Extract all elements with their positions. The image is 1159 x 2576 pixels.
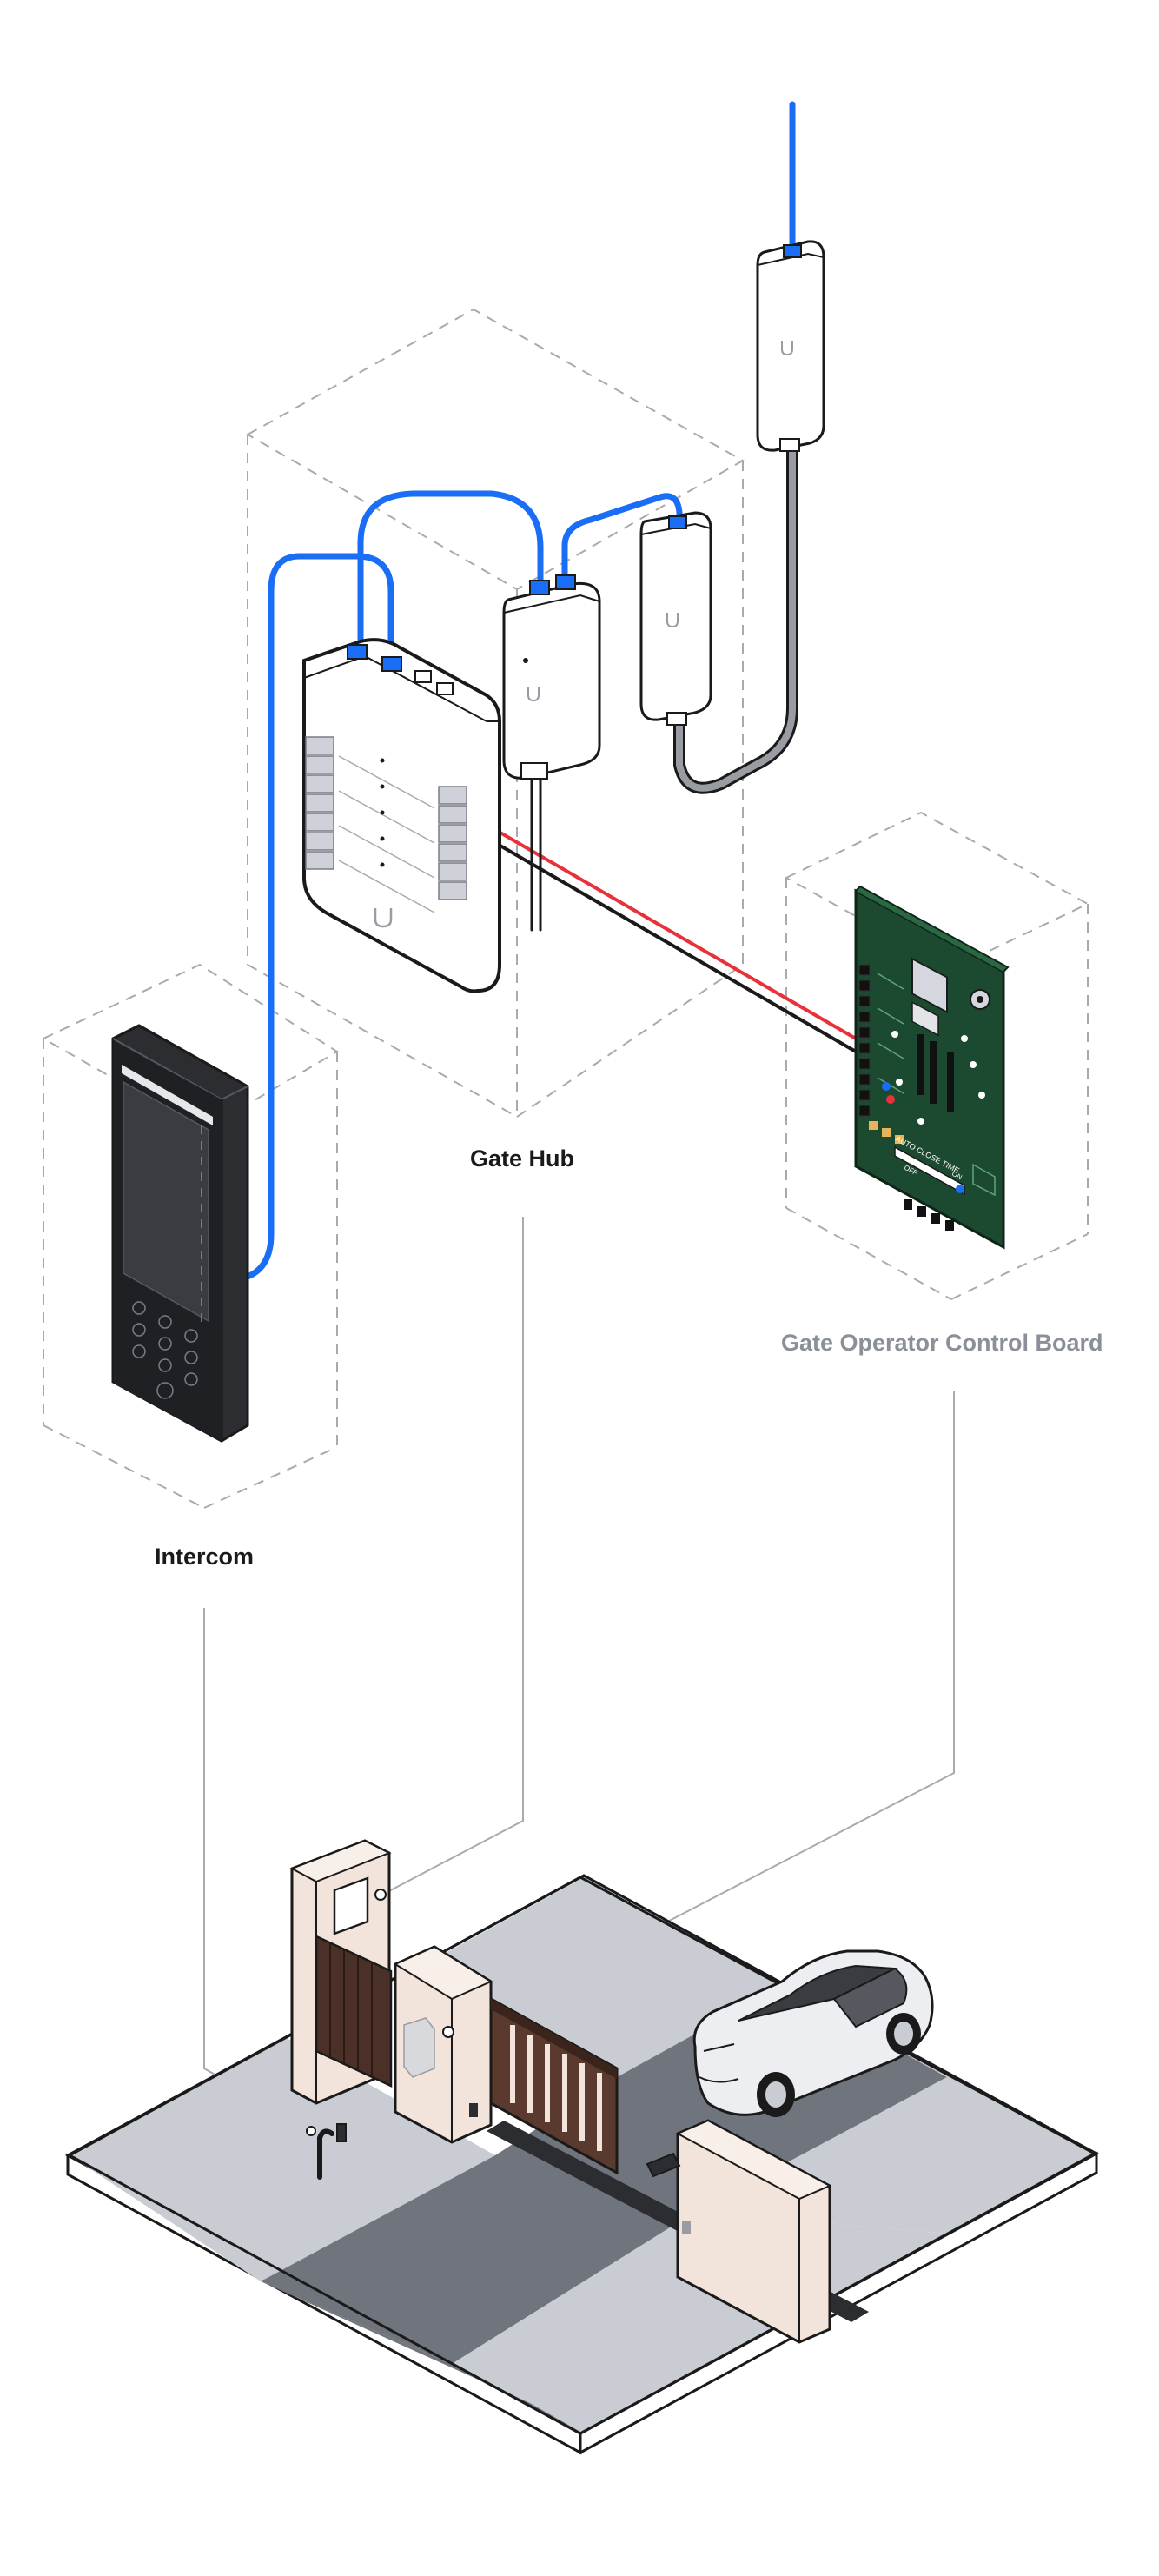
gate-hub-device [302,638,501,993]
intercom-device [111,1024,249,1443]
safety-sensor [646,2152,681,2178]
gate-hub-leader [381,1217,524,1895]
hub-port-2 [381,656,402,672]
gray-cable-inner [676,448,796,792]
poe-adapter-front [502,574,601,780]
board-led-red [886,1095,895,1104]
right-pillar [393,1945,493,2144]
poe-injector-top [756,240,825,452]
poe-top-port [783,244,802,258]
poe-injector-middle [639,511,712,726]
gate-operator-board: AUTO CLOSE TIME OFF ON [854,885,1010,1250]
board-dip-slider [894,1145,965,1196]
hub-terminal-block-right [438,786,467,900]
car-icon [692,1949,934,2117]
hub-port-1 [347,644,368,660]
ubiquiti-logo-icon [666,613,679,628]
poe-adapter-port-2 [555,574,576,590]
ethernet-poe-to-hub-1 [357,490,544,664]
intercom-screen [123,1080,209,1323]
hub-terminal-block-left [305,736,334,870]
front-right-wall [646,2119,832,2344]
poe-adapter-port-1 [529,580,550,595]
poe-middle-port [668,515,687,529]
gray-cables [530,446,798,932]
intercom-label: Intercom [155,1544,255,1570]
ground-tile-back [417,1877,782,2077]
ubiquiti-logo-icon [781,341,793,356]
floor-keypad-post [306,2123,347,2180]
board-chip [911,957,948,1014]
gate-operator-mount [403,2017,435,2078]
ubiquiti-logo-icon [374,908,393,928]
red-power-wire [464,811,858,1040]
gate-hub-mount [333,1876,369,1935]
black-power-wire [464,824,858,1053]
ethernet-poe-to-poe [561,493,683,584]
gate-icon [489,1996,619,2175]
gate-operator-label: Gate Operator Control Board [781,1330,1103,1356]
ethernet-hub-to-intercom [242,553,394,1281]
swing-gate-panel [315,1935,393,2088]
power-cables [464,811,858,1053]
board-terminals [858,964,871,1117]
ubiquiti-logo-icon [527,687,540,702]
gate-hub-label: Gate Hub [470,1145,575,1172]
intercom-keypad-icon [132,1301,198,1399]
